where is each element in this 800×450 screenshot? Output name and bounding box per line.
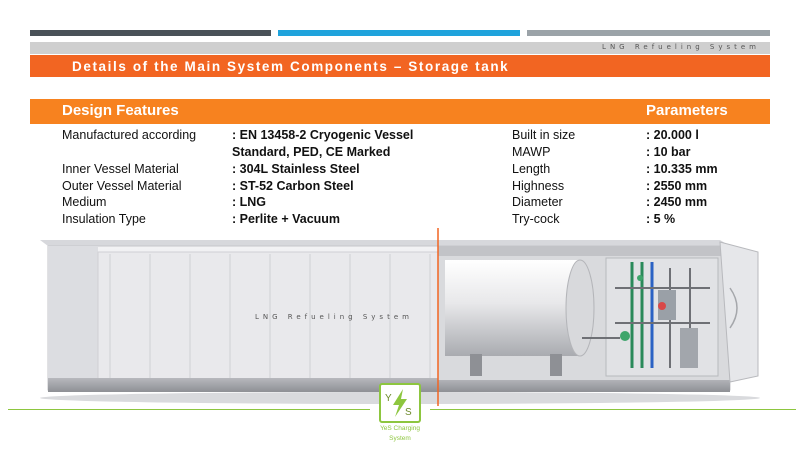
- parameter-label: Diameter: [512, 195, 563, 209]
- parameter-value: : 5 %: [646, 212, 676, 226]
- section-bar: [30, 99, 770, 124]
- header-tagline-strip: [30, 42, 770, 54]
- logo-text-1: YeS Charging: [380, 425, 420, 432]
- top-bar-grey: [527, 30, 770, 36]
- feature-label: Insulation Type: [62, 212, 146, 226]
- lightning-icon: Y S: [385, 389, 412, 418]
- feature-value: : LNG: [232, 195, 267, 209]
- feature-label: Medium: [62, 195, 107, 209]
- footer-line: [8, 409, 370, 410]
- feature-label: Manufactured according: [62, 128, 197, 142]
- parameter-value: : 20.000 l: [646, 128, 699, 142]
- company-logo: Y S YeS Charging System: [372, 383, 428, 445]
- parameter-value: : 10 bar: [646, 145, 691, 159]
- svg-text:Y: Y: [385, 393, 392, 404]
- parameter-value: : 2550 mm: [646, 179, 708, 193]
- page-title: Details of the Main System Components – …: [72, 59, 510, 74]
- header-tagline: LNG Refueling System: [602, 43, 760, 51]
- parameter-label: Highness: [512, 179, 565, 193]
- parameters-heading: Parameters: [646, 102, 728, 119]
- container-illustration: LNG Refueling System: [30, 222, 770, 406]
- svg-text:S: S: [405, 407, 412, 418]
- design-features-heading: Design Features: [62, 102, 179, 119]
- parameter-label: Built in size: [512, 128, 576, 142]
- top-bar-dark: [30, 30, 271, 36]
- parameter-value: : 2450 mm: [646, 195, 708, 209]
- logo-mark: Y S: [379, 383, 421, 423]
- parameter-value: : 10.335 mm: [646, 162, 718, 176]
- parameter-label: Try-cock: [512, 212, 560, 226]
- feature-value: : ST-52 Carbon Steel: [232, 179, 354, 193]
- feature-label: Inner Vessel Material: [62, 162, 179, 176]
- feature-value: : EN 13458-2 Cryogenic Vessel: [232, 128, 414, 142]
- footer-line: [430, 409, 796, 410]
- feature-value: : 304L Stainless Steel: [232, 162, 360, 176]
- parameter-label: Length: [512, 162, 551, 176]
- logo-text-2: System: [389, 435, 411, 442]
- parameter-label: MAWP: [512, 145, 551, 159]
- feature-value: : Perlite + Vacuum: [232, 212, 341, 226]
- header-title-bar: [30, 55, 770, 77]
- feature-label: Outer Vessel Material: [62, 179, 182, 193]
- top-bar-blue: [278, 30, 520, 36]
- feature-value: Standard, PED, CE Marked: [232, 145, 391, 159]
- container-label: LNG Refueling System: [255, 313, 413, 321]
